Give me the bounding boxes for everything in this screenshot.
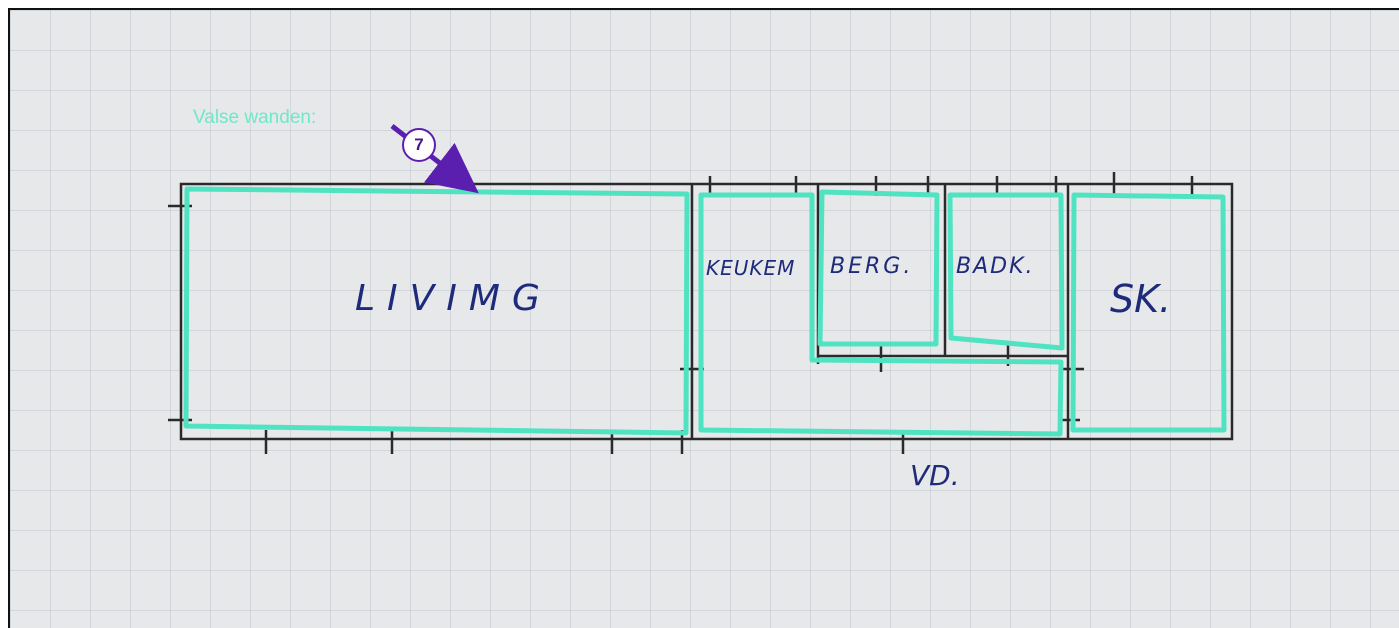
room-label-sk: SK. — [1110, 277, 1171, 321]
room-label-badk: BADK. — [956, 254, 1035, 279]
highlight-outlines — [183, 186, 1227, 437]
graph-paper-background — [8, 8, 1399, 628]
highlight-living — [183, 186, 690, 436]
annotation-label: Valse wanden: — [193, 107, 317, 128]
outer-wall — [179, 182, 1234, 441]
room-label-vd: VD. — [910, 459, 960, 492]
highlight-berg — [817, 189, 940, 347]
room-label-keuken: KEUKEM — [706, 256, 795, 280]
annotation-number-badge: 7 — [402, 128, 436, 162]
highlight-keuken — [698, 192, 1064, 437]
highlight-sk — [1070, 192, 1227, 433]
room-label-living: LIVIMG — [355, 278, 552, 319]
room-label-berg: BERG. — [830, 254, 913, 279]
highlight-badk — [947, 192, 1065, 351]
